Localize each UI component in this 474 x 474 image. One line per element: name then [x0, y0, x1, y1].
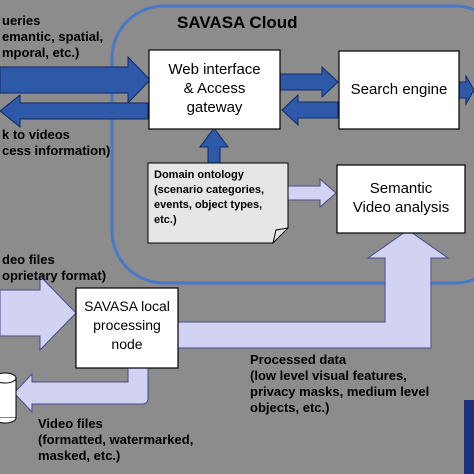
local-node-line-3: node: [111, 336, 143, 352]
semantic-analysis-label: Semantic Video analysis: [337, 179, 465, 217]
search-out-arrow: [457, 74, 474, 106]
processed-title: Processed data: [250, 352, 347, 367]
local-node-label: SAVASA local processing node: [76, 297, 178, 354]
processed-data-label: Processed data (low level visual feature…: [250, 352, 429, 416]
semantic-line-1: Semantic: [369, 180, 433, 197]
video-out-title: Video files: [38, 416, 103, 431]
video-out-arrow: [13, 367, 149, 414]
queries-label: ueries emantic, spatial, mporal, etc.): [2, 13, 103, 61]
search-engine-box: [338, 50, 460, 130]
web-interface-line-3: gateway: [186, 99, 243, 116]
video-out-line-2: masked, etc.): [38, 448, 121, 463]
ontology-note: [147, 162, 289, 244]
links-line-1: k to videos: [2, 127, 70, 142]
links-label: k to videos cess information): [2, 127, 110, 159]
video-output-label: Video files (formatted, watermarked, mas…: [38, 416, 193, 464]
semantic-line-2: Video analysis: [352, 199, 450, 216]
ontology-to-semantic-arrow: [287, 177, 337, 209]
links-arrow: [0, 93, 149, 129]
queries-line-1: ueries: [2, 13, 41, 28]
video-input-line-1: deo files: [2, 252, 55, 267]
video-input-line-2: oprietary format): [2, 268, 107, 283]
query-arrow: [0, 55, 151, 105]
right-edge-panel: [464, 400, 474, 474]
queries-line-3: mporal, etc.): [2, 45, 80, 60]
search-to-web-arrow: [281, 93, 339, 127]
video-out-line-1: (formatted, watermarked,: [38, 432, 194, 447]
ontology-to-web-arrow: [199, 127, 229, 166]
local-node-line-1: SAVASA local: [84, 298, 170, 314]
video-input-label: deo files oprietary format): [2, 252, 106, 284]
links-line-2: cess information): [2, 143, 111, 158]
ontology-note-fold: [272, 227, 289, 244]
processed-data-arrow: [177, 229, 450, 349]
ontology-line-3: etc.): [154, 214, 177, 226]
web-to-search-arrow: [279, 65, 339, 99]
processed-line-3: objects, etc.): [250, 400, 330, 415]
processed-line-2: privacy masks, medium level: [250, 384, 430, 399]
ontology-line-2: events, object types,: [154, 199, 263, 211]
web-interface-line-1: Web interface: [168, 61, 261, 78]
ontology-line-1: (scenario categories,: [154, 184, 265, 196]
cloud-title: SAVASA Cloud: [177, 13, 298, 32]
queries-line-2: emantic, spatial,: [2, 29, 104, 44]
storage-cylinder-icon: [0, 372, 17, 424]
web-interface-box: [148, 49, 281, 130]
ontology-label: Domain ontology (scenario categories, ev…: [154, 168, 264, 228]
video-input-arrow: [0, 274, 77, 352]
cloud-region: [110, 4, 474, 285]
search-engine-label: Search engine: [350, 81, 448, 98]
local-node-box: [75, 287, 179, 369]
web-interface-label: Web interface & Access gateway: [149, 60, 280, 117]
ontology-title: Domain ontology: [154, 169, 244, 181]
web-interface-line-2: & Access: [183, 80, 246, 97]
processed-line-1: (low level visual features,: [250, 368, 407, 383]
local-node-line-2: processing: [93, 317, 161, 333]
semantic-analysis-box: [336, 164, 466, 234]
